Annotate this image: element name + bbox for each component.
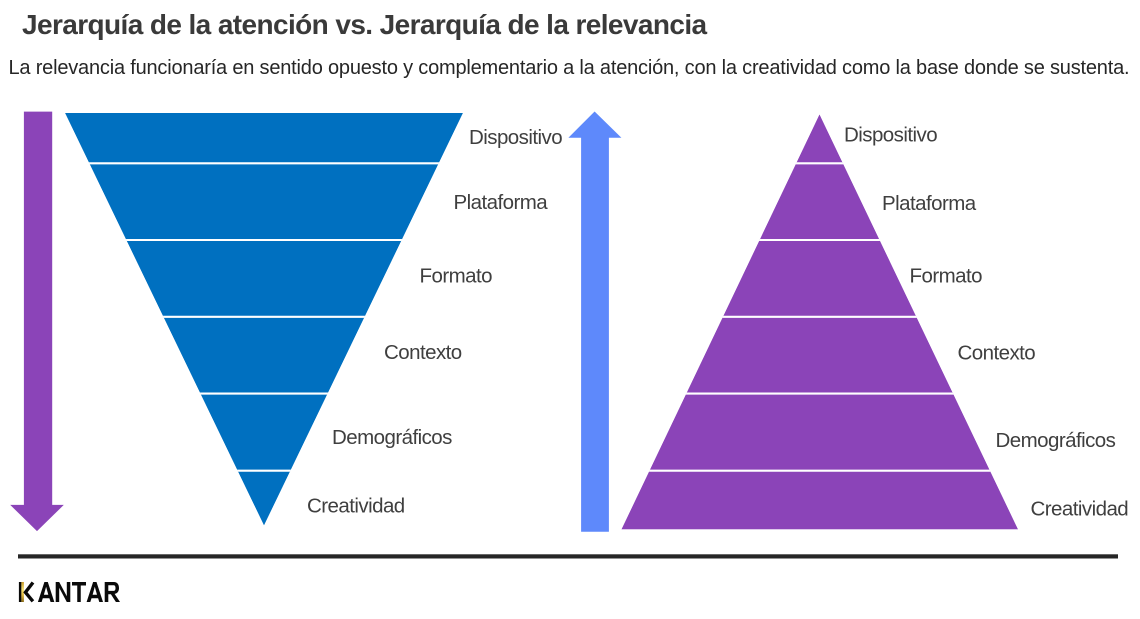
- svg-text:Contexto: Contexto: [384, 341, 462, 364]
- svg-text:Plataforma: Plataforma: [882, 192, 977, 215]
- svg-text:Creatividad: Creatividad: [307, 495, 405, 518]
- svg-text:Formato: Formato: [420, 265, 493, 288]
- svg-text:Dispositivo: Dispositivo: [469, 126, 562, 149]
- svg-text:Demográficos: Demográficos: [996, 429, 1116, 452]
- svg-text:Contexto: Contexto: [958, 342, 1036, 365]
- svg-text:Demográficos: Demográficos: [332, 426, 452, 449]
- svg-text:Plataforma: Plataforma: [454, 191, 549, 214]
- svg-text:Creatividad: Creatividad: [1031, 498, 1129, 521]
- svg-text:Dispositivo: Dispositivo: [844, 124, 937, 147]
- svg-text:Formato: Formato: [910, 265, 983, 288]
